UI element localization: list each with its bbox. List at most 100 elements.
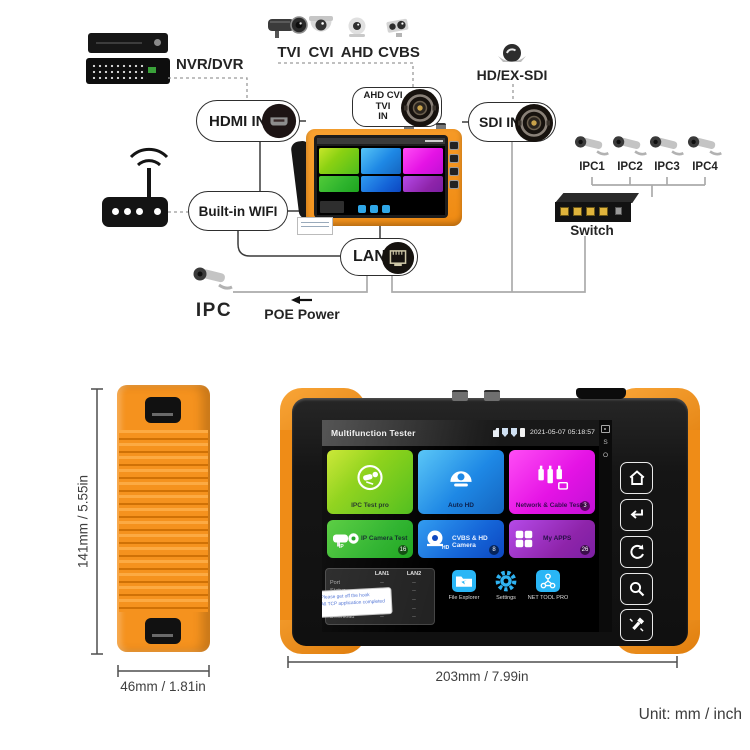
ahd-cvi-tvi-in-port: AHD CVI TVI IN [352,87,442,127]
app-tile-auto-hd: Auto HD [418,450,504,514]
shortcut-settings: Settings [486,570,526,601]
nvr-dvr-label: NVR/DVR [176,56,244,73]
back-button [620,536,653,568]
screenshot-icon [601,425,610,433]
side-clip-bottom [145,618,181,644]
settings-gear-icon [494,570,518,592]
ahd-port-label-line1: AHD CVI TVI [363,89,403,112]
hdmi-in-port: HDMI IN [196,100,300,142]
dvr-device [86,58,170,84]
switch-label: Switch [570,223,614,238]
bnc-connector-icon [514,103,554,143]
tester-side-buttons-mini [449,141,459,189]
wifi-arcs [129,147,169,167]
tester-tag-sticker [297,217,333,235]
ipc3-label: IPC3 [654,161,680,173]
auto-hd-icon [446,462,476,492]
shortcut-label: File Explorer [448,595,480,601]
app-label: IPC Test pro [351,502,389,509]
app-tile-cvbs-hd-camera: HD CVBS & HD Camera 8 [418,520,504,558]
screen-title: Multifunction Tester [331,428,416,438]
app-badge: 26 [580,545,590,555]
nvr-device [88,33,168,53]
net-tool-pro-icon [536,570,560,592]
bnc-connector-icon [400,88,440,128]
top-connector [484,390,500,401]
enter-button [620,499,653,531]
top-connector [452,390,468,401]
icon-caption: HD [442,545,450,551]
table-col-header: LAN2 [406,571,422,577]
app-tile-network-cable-tester: Network & Cable Tester 3 [509,450,595,514]
side-clip-top [145,397,181,423]
ipc4-label: IPC4 [692,161,718,173]
unit-note: Unit: mm / inch [638,706,742,723]
switch-top [555,193,639,203]
ahd-port-label-line2: IN [378,111,388,123]
router-antenna [147,168,151,198]
shortcut-file-explorer: File Explorer [444,570,484,601]
side-strip-letter: S [603,439,608,446]
flashlight-button [620,609,653,641]
cvbs-label: CVBS [378,44,420,61]
switch-device [555,202,631,222]
app-tile-my-apps: My APPS 26 [509,520,595,558]
table-row-label: Port [330,579,341,586]
screen-side-strip: S O [599,420,612,632]
home-button [620,462,653,494]
tester-screen-mini [314,135,448,218]
dimension-depth: 46mm / 1.81in [120,679,206,694]
built-in-wifi: Built-in WIFI [188,191,288,231]
app-label: My APPS [543,535,572,542]
built-in-wifi-label: Built-in WIFI [198,203,278,219]
app-label: Auto HD [448,502,474,509]
hdmi-connector-icon [261,103,297,139]
popup-note: Please get off the hook All TCP applicat… [322,587,393,618]
side-view-ribs [119,430,208,612]
lan-port: LAN [340,238,418,276]
ipc2-label: IPC2 [617,161,643,173]
bumper-rail-right [686,430,700,620]
app-tile-ip-camera-test: IP IP Camera Test 16 [327,520,413,558]
zoom-button [620,573,653,605]
wifi-router [102,197,168,227]
app-label: Network & Cable Tester [515,502,589,509]
status-icons: 2021-05-07 05:18:57 [492,428,595,437]
shortcut-label: NET TOOL PRO [527,595,569,601]
my-apps-icon [513,528,535,550]
shield-icon [501,428,508,437]
hd-ex-sdi-label: HD/EX-SDI [476,67,548,83]
side-strip-letter: O [602,452,609,459]
ipc-test-pro-icon [355,462,385,492]
device-screen: Multifunction Tester 2021-05-07 05:18:57… [322,420,612,632]
app-badge: 16 [398,545,408,555]
battery-icon [519,428,525,437]
sdi-in-label: SDI IN [479,114,521,130]
screen-title-bar: Multifunction Tester 2021-05-07 05:18:57 [322,420,599,446]
ethernet-connector-icon [381,241,415,275]
poe-arrow [291,296,312,304]
screen-datetime: 2021-05-07 05:18:57 [529,429,595,436]
app-badge: 8 [489,545,499,555]
table-row-label: Download [330,614,355,621]
top-clip [576,388,626,399]
app-label: IP Camera Test [361,535,408,542]
sdi-in-port: SDI IN [468,102,556,142]
app-badge: 3 [580,501,590,511]
lan-label: LAN [353,248,386,265]
table-col-header: LAN1 [374,571,390,577]
dimension-width: 203mm / 7.99in [435,669,529,684]
tvi-label: TVI [277,44,301,61]
cvi-label: CVI [308,44,334,61]
ip-camera-test-icon [331,529,361,549]
ipc1-label: IPC1 [579,161,605,173]
app-tile-ipc-test-pro: IPC Test pro [327,450,413,514]
tester-device-diagram [306,129,462,226]
ahd-label: AHD [340,44,374,61]
hdmi-in-label: HDMI IN [209,112,267,130]
poe-power-label: POE Power [264,306,340,322]
ipc-label: IPC [195,300,233,321]
shield-icon [510,428,517,437]
